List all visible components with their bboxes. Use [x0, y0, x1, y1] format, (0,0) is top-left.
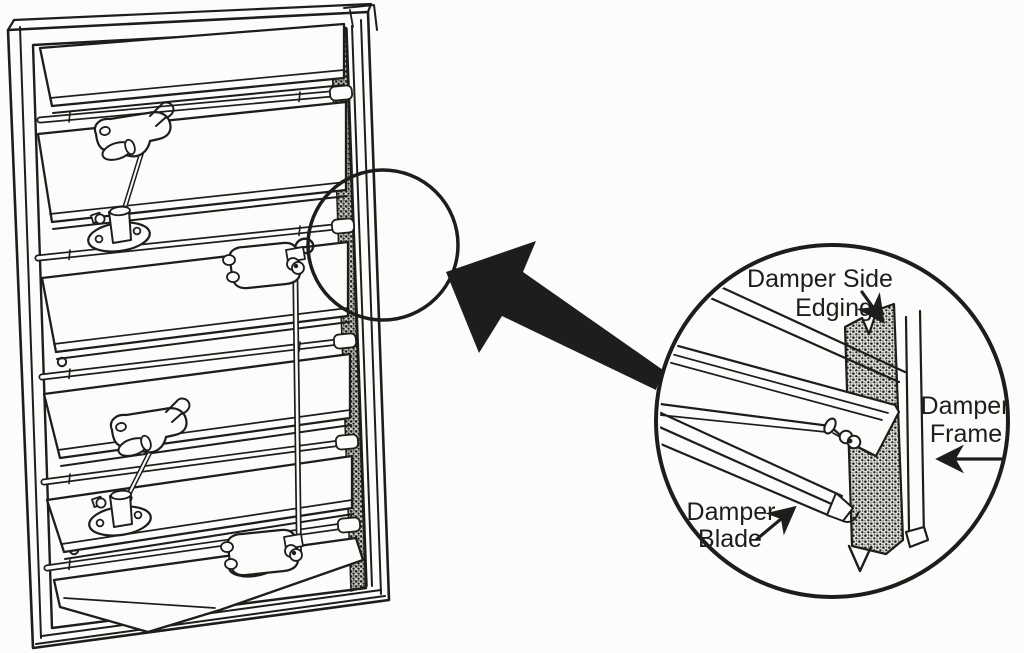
detail-middle-blade [660, 339, 901, 458]
callout-circle [306, 168, 460, 322]
blade-face [38, 22, 346, 108]
rod-clamp-upper [221, 241, 307, 290]
label-damper-blade-line2: Blade [698, 525, 762, 553]
detail-frame-channel [904, 309, 930, 549]
damper-assembly-drawing [6, 2, 391, 650]
label-arrow-blade [755, 505, 797, 541]
detail-circle [654, 243, 1010, 599]
louver-blade-bottom [52, 536, 365, 634]
detail-top-blade [686, 274, 907, 384]
label-damper-frame-line2: Frame [930, 420, 1002, 448]
axle-end-caps [328, 84, 362, 534]
detail-view: Damper Side Edging Damper Frame Damper B… [654, 243, 1010, 599]
detail-labels: Damper Side Edging Damper Frame Damper B… [687, 265, 1010, 553]
detail-bottom-blade [660, 406, 859, 523]
louver-blade-3 [38, 240, 350, 381]
label-arrow-side-edging [856, 290, 885, 324]
rod-clamp-lower [219, 528, 305, 577]
zoom-arrow [446, 241, 663, 390]
label-damper-side-edging-line1: Damper Side [747, 265, 893, 293]
pin-bolt [847, 438, 853, 444]
hinge-pin [823, 417, 837, 435]
louver-blade-1 [36, 22, 346, 124]
label-damper-frame-line1: Damper [921, 392, 1010, 420]
label-damper-side-edging-line2: Edging [795, 294, 873, 322]
blade-face [36, 100, 348, 224]
label-damper-blade-line1: Damper [687, 498, 776, 526]
louver-blade-2 [34, 100, 348, 262]
control-rod [292, 237, 315, 559]
edging-foot [847, 544, 873, 573]
